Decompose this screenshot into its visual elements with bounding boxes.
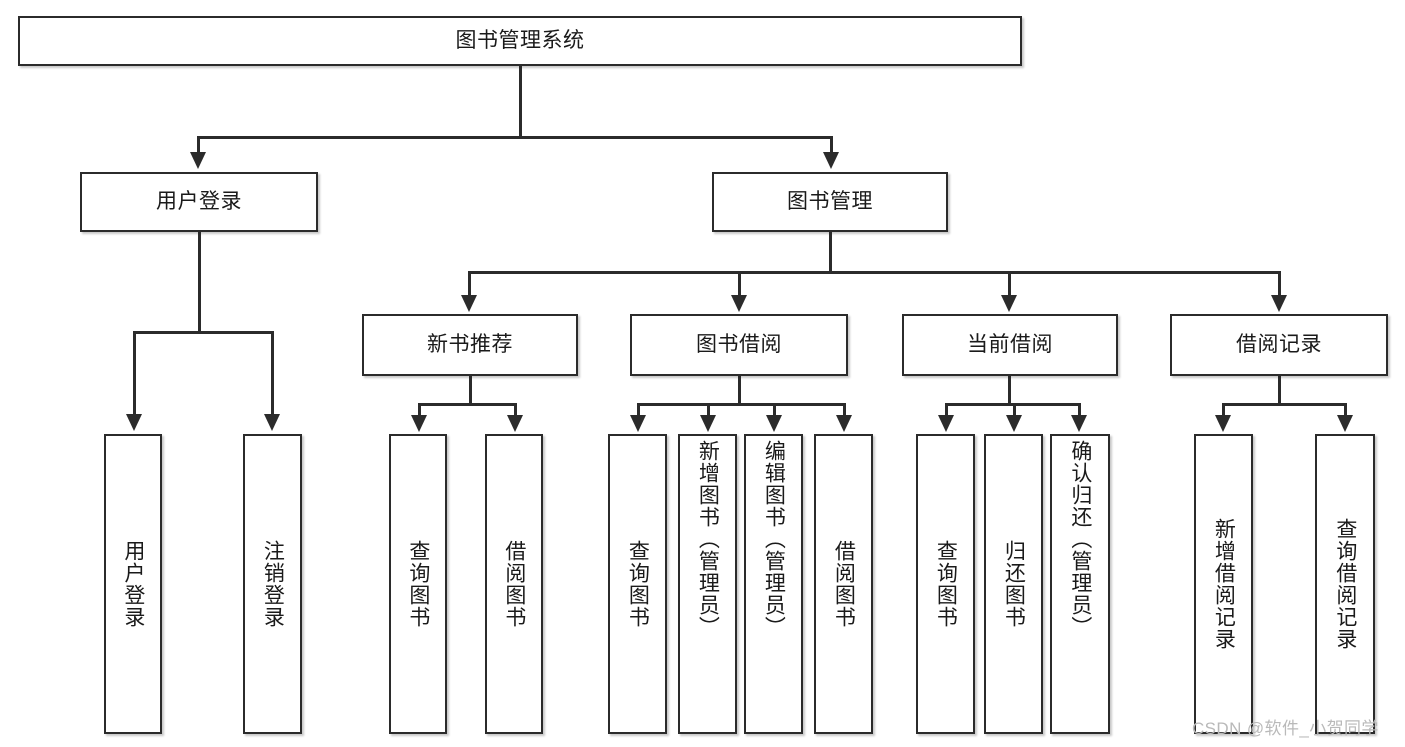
arrowhead-book-borrow — [731, 295, 747, 312]
leaf-query-book-recommendation[interactable]: 查询图书 — [389, 434, 447, 734]
edge-bm-branch-4 — [1278, 271, 1281, 297]
leaf-add-borrow-record[interactable]: 新增借阅记录 — [1194, 434, 1253, 734]
edge-bb-branch-3 — [773, 403, 776, 417]
edge-cb-branch-2 — [1013, 403, 1016, 417]
edge-br-branch-2 — [1344, 403, 1347, 417]
edge-bm-branch-2 — [738, 271, 741, 297]
leaf-label: 新增图书（管理员） — [696, 440, 720, 638]
edge-user-login-stem — [198, 232, 201, 333]
edge-book-management-bus — [468, 271, 1280, 274]
edge-to-user-login — [197, 136, 200, 154]
leaf-label: 注销登录 — [261, 540, 285, 628]
arrowhead-br-query-record — [1337, 415, 1353, 432]
node-label: 新书推荐 — [427, 332, 513, 356]
leaf-label: 查询图书 — [934, 540, 958, 628]
leaf-label: 借阅图书 — [502, 540, 526, 628]
leaf-logout[interactable]: 注销登录 — [243, 434, 302, 734]
leaf-label: 用户登录 — [121, 540, 145, 628]
arrowhead-nbr-borrow-book — [507, 415, 523, 432]
edge-nbr-bus — [418, 403, 516, 406]
edge-nbr-branch-2 — [514, 403, 517, 417]
edge-bm-branch-1 — [468, 271, 471, 297]
arrowhead-bb-edit-book — [766, 415, 782, 432]
edge-to-book-management — [830, 136, 833, 154]
arrowhead-book-management — [823, 152, 839, 169]
arrowhead-cb-return-book — [1006, 415, 1022, 432]
arrowhead-borrow-record — [1271, 295, 1287, 312]
leaf-borrow-book-borrowing[interactable]: 借阅图书 — [814, 434, 873, 734]
leaf-add-book-admin[interactable]: 新增图书（管理员） — [678, 434, 737, 734]
leaf-label: 确认归还（管理员） — [1068, 440, 1092, 638]
arrowhead-cb-query-book — [938, 415, 954, 432]
edge-book-management-stem — [829, 232, 832, 274]
node-label: 图书管理系统 — [455, 28, 585, 52]
leaf-query-book-borrowing[interactable]: 查询图书 — [608, 434, 667, 734]
node-user-login[interactable]: 用户登录 — [80, 172, 318, 232]
arrowhead-cb-confirm-return — [1071, 415, 1087, 432]
leaf-label: 借阅图书 — [832, 540, 856, 628]
node-label: 图书借阅 — [696, 332, 782, 356]
node-current-borrowing[interactable]: 当前借阅 — [902, 314, 1118, 376]
leaf-edit-book-admin[interactable]: 编辑图书（管理员） — [744, 434, 803, 734]
node-label: 当前借阅 — [967, 332, 1053, 356]
leaf-user-login[interactable]: 用户登录 — [104, 434, 162, 734]
edge-br-bus — [1222, 403, 1346, 406]
edge-br-branch-1 — [1222, 403, 1225, 417]
edge-bb-bus — [637, 403, 845, 406]
arrowhead-user-login — [190, 152, 206, 169]
edge-bb-branch-2 — [707, 403, 710, 417]
arrowhead-bb-query-book — [630, 415, 646, 432]
edge-bb-branch-1 — [637, 403, 640, 417]
leaf-confirm-return-admin[interactable]: 确认归还（管理员） — [1050, 434, 1110, 734]
edge-root-bus — [197, 136, 832, 139]
edge-user-login-bus — [133, 331, 273, 334]
edge-bb-stem — [738, 376, 741, 405]
edge-cb-branch-3 — [1078, 403, 1081, 417]
node-label: 图书管理 — [787, 189, 873, 213]
leaf-query-borrow-record[interactable]: 查询借阅记录 — [1315, 434, 1375, 734]
node-label: 借阅记录 — [1236, 332, 1322, 356]
leaf-label: 编辑图书（管理员） — [762, 440, 786, 638]
arrowhead-bb-add-book — [700, 415, 716, 432]
leaf-borrow-book-recommendation[interactable]: 借阅图书 — [485, 434, 543, 734]
arrowhead-new-book-rec — [461, 295, 477, 312]
leaf-label: 查询图书 — [406, 540, 430, 628]
arrowhead-leaf-user-login — [126, 414, 142, 431]
edge-user-login-branch-1 — [133, 331, 136, 416]
edge-br-stem — [1278, 376, 1281, 405]
node-book-management-system[interactable]: 图书管理系统 — [18, 16, 1022, 66]
node-book-management[interactable]: 图书管理 — [712, 172, 948, 232]
arrowhead-nbr-query-book — [411, 415, 427, 432]
leaf-return-book[interactable]: 归还图书 — [984, 434, 1043, 734]
edge-user-login-branch-2 — [271, 331, 274, 416]
edge-cb-stem — [1008, 376, 1011, 405]
arrowhead-br-add-record — [1215, 415, 1231, 432]
edge-cb-bus — [945, 403, 1080, 406]
edge-root-stem — [519, 66, 522, 138]
node-book-borrowing[interactable]: 图书借阅 — [630, 314, 848, 376]
edge-cb-branch-1 — [945, 403, 948, 417]
node-new-book-recommendation[interactable]: 新书推荐 — [362, 314, 578, 376]
arrowhead-bb-borrow-book — [836, 415, 852, 432]
edge-nbr-stem — [469, 376, 472, 405]
node-label: 用户登录 — [156, 189, 242, 213]
arrowhead-leaf-logout — [264, 414, 280, 431]
edge-nbr-branch-1 — [418, 403, 421, 417]
arrowhead-current-borrow — [1001, 295, 1017, 312]
edge-bb-branch-4 — [843, 403, 846, 417]
node-borrowing-records[interactable]: 借阅记录 — [1170, 314, 1388, 376]
leaf-label: 查询借阅记录 — [1333, 518, 1357, 650]
leaf-label: 归还图书 — [1002, 540, 1026, 628]
leaf-label: 查询图书 — [626, 540, 650, 628]
leaf-label: 新增借阅记录 — [1212, 518, 1236, 650]
edge-bm-branch-3 — [1008, 271, 1011, 297]
leaf-query-book-current[interactable]: 查询图书 — [916, 434, 975, 734]
